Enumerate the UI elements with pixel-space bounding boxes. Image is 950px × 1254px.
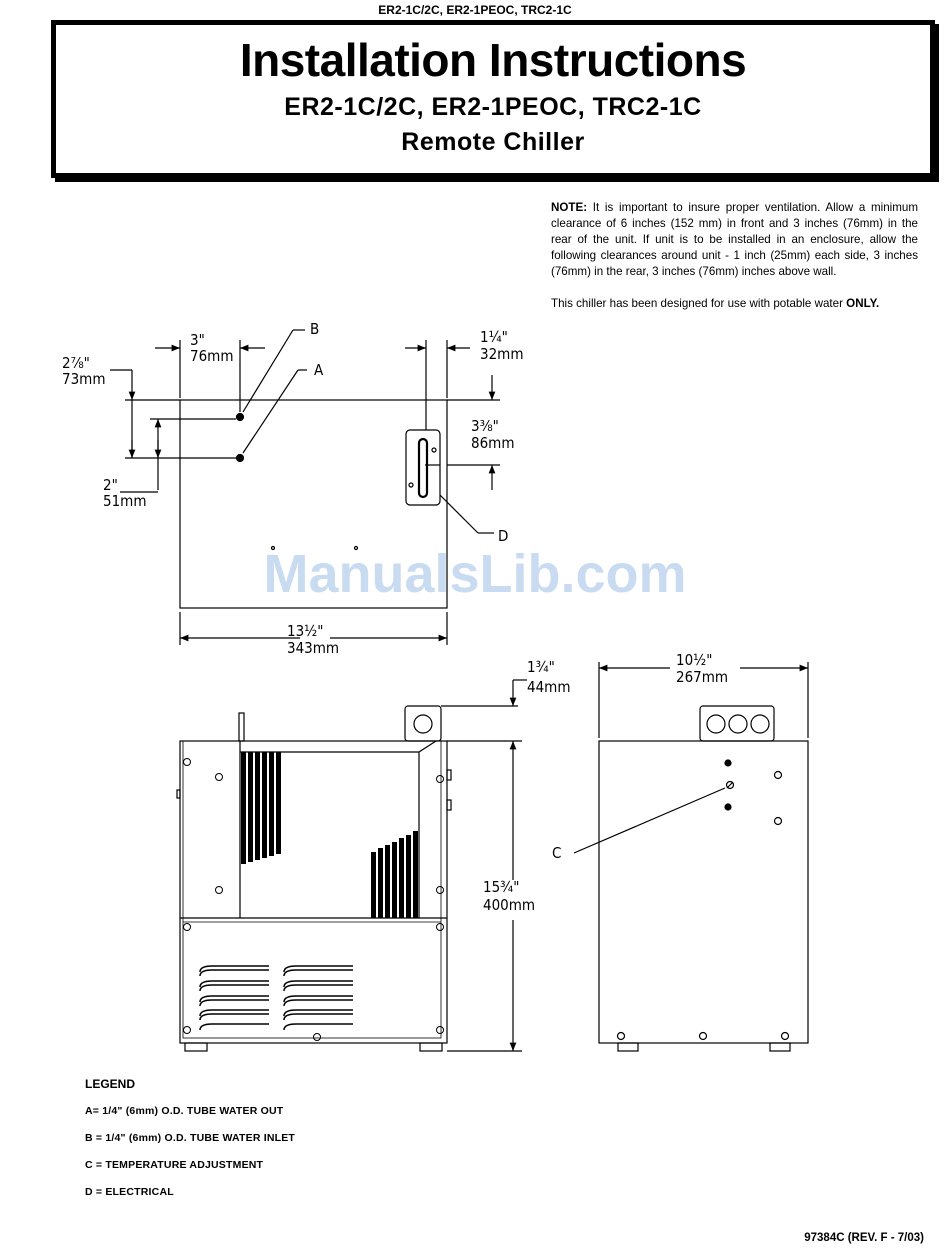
dim-left-bottom-in: 2" (103, 476, 118, 494)
fitting-b (235, 412, 245, 422)
dim-width-in: 13½" (287, 622, 323, 640)
label-a: A (314, 361, 324, 379)
dim-right-height-mm: 86mm (471, 434, 514, 452)
dim-right-height-in: 3⅜" (471, 417, 499, 435)
dim-left-bottom-mm: 51mm (103, 492, 146, 510)
header-model-codes: ER2-1C/2C, ER2-1PEOC, TRC2-1C (378, 3, 572, 17)
dim-right-offset-mm: 32mm (480, 345, 523, 363)
note-label: NOTE: (551, 201, 588, 214)
legend-item-b: B = 1/4" (6mm) O.D. TUBE WATER INLET (85, 1132, 296, 1144)
potable-note: This chiller has been designed for use w… (551, 296, 918, 312)
potable-text: This chiller has been designed for use w… (551, 297, 847, 310)
ventilation-note: NOTE: It is important to insure proper v… (551, 200, 918, 280)
page-title: Installation Instructions (239, 34, 747, 86)
dim-right-offset-in: 1¼" (480, 328, 508, 346)
dim-width-mm: 343mm (287, 639, 339, 657)
electrical-box (405, 429, 441, 506)
label-c: C (552, 844, 561, 862)
dim-left-top-in: 2⅞" (62, 354, 90, 372)
label-b: B (310, 320, 319, 338)
dim-depth-in: 10½" (676, 651, 712, 669)
legend-item-c: C = TEMPERATURE ADJUSTMENT (85, 1159, 264, 1171)
dim-top-offset-in: 3" (190, 331, 205, 349)
model-line: ER2-1C/2C, ER2-1PEOC, TRC2-1C (284, 93, 702, 121)
dim-left-top-mm: 73mm (62, 370, 105, 388)
top-view-outline (179, 399, 448, 609)
junction-box (404, 705, 442, 742)
potable-emphasis: ONLY. (846, 297, 880, 310)
dim-depth-mm: 267mm (676, 668, 728, 686)
dim-height-mm: 400mm (483, 896, 535, 914)
legend-item-a: A= 1/4" (6mm) O.D. TUBE WATER OUT (85, 1105, 284, 1117)
label-d: D (498, 527, 508, 545)
dim-top-offset-mm: 76mm (190, 347, 233, 365)
side-view-outline (598, 740, 809, 1044)
legend-item-d: D = ELECTRICAL (85, 1186, 174, 1198)
note-text: It is important to insure proper ventila… (551, 201, 918, 278)
product-name: Remote Chiller (401, 128, 585, 156)
legend: LEGEND A= 1/4" (6mm) O.D. TUBE WATER OUT… (85, 1077, 585, 1213)
dim-height-in: 15¾" (483, 878, 519, 896)
title-box: Installation Instructions ER2-1C/2C, ER2… (51, 20, 935, 178)
legend-title: LEGEND (85, 1077, 136, 1091)
watermark: ManualsLib.com (263, 544, 687, 604)
fitting-a (235, 453, 245, 463)
side-junction-box (699, 705, 775, 742)
document-code: 97384C (REV. F - 7/03) (804, 1232, 924, 1244)
dim-box-height-mm: 44mm (527, 678, 570, 696)
notes-section: NOTE: It is important to insure proper v… (551, 200, 918, 328)
dim-box-height-in: 1¾" (527, 658, 555, 676)
